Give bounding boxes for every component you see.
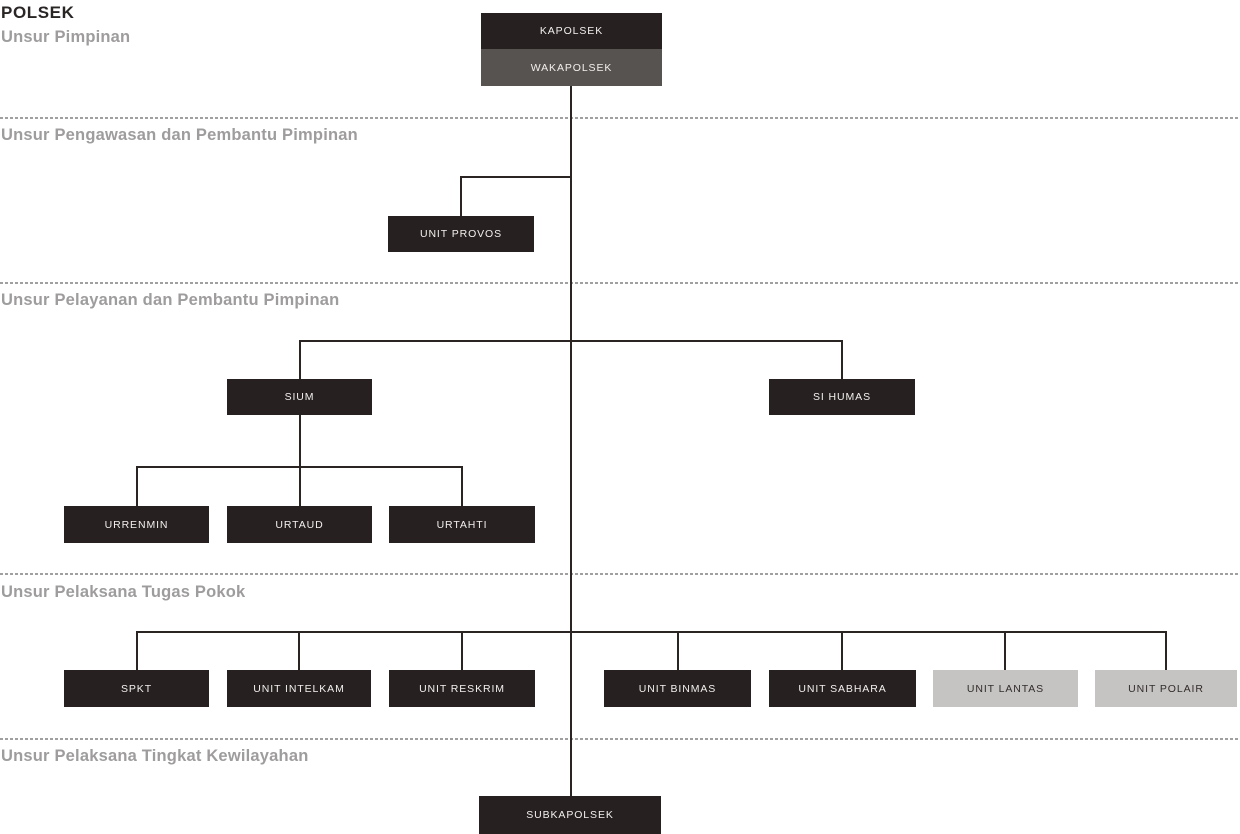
connector-reskrim-drop xyxy=(461,631,463,670)
section-heading-tingkat-kewilayahan: Unsur Pelaksana Tingkat Kewilayahan xyxy=(1,747,309,765)
node-si-humas: SI HUMAS xyxy=(769,379,915,415)
node-unit-polair: UNIT POLAIR xyxy=(1095,670,1237,707)
node-label: UNIT RESKRIM xyxy=(419,682,505,695)
node-label: UNIT LANTAS xyxy=(966,682,1045,695)
node-label: URTAUD xyxy=(275,518,324,531)
node-urrenmin: URRENMIN xyxy=(64,506,209,543)
connector-intelkam-drop xyxy=(298,631,300,670)
node-unit-intelkam: UNIT INTELKAM xyxy=(227,670,371,707)
node-label: UNIT SABHARA xyxy=(798,682,887,695)
node-wakapolsek: WAKAPOLSEK xyxy=(481,49,662,86)
node-label: UNIT INTELKAM xyxy=(253,682,345,695)
node-label: URTAHTI xyxy=(436,518,488,531)
node-unit-sabhara: UNIT SABHARA xyxy=(769,670,916,707)
node-label: UNIT POLAIR xyxy=(1128,682,1204,695)
connector-units-branch xyxy=(136,631,1167,633)
section-heading-pelayanan: Unsur Pelayanan dan Pembantu Pimpinan xyxy=(1,291,340,309)
connector-lantas-drop xyxy=(1004,631,1006,670)
node-label: WAKAPOLSEK xyxy=(530,61,613,74)
node-label: KAPOLSEK xyxy=(539,25,604,37)
connector-provos-branch xyxy=(460,176,572,178)
node-label: SIUM xyxy=(284,391,315,403)
node-urtaud: URTAUD xyxy=(227,506,372,543)
node-spkt: SPKT xyxy=(64,670,209,707)
node-label: UNIT PROVOS xyxy=(419,228,503,240)
page-title: POLSEK xyxy=(1,3,75,22)
section-heading-pengawasan: Unsur Pengawasan dan Pembantu Pimpinan xyxy=(1,126,358,144)
section-separator xyxy=(0,117,1240,119)
connector-sabhara-drop xyxy=(841,631,843,670)
node-unit-provos: UNIT PROVOS xyxy=(388,216,534,252)
node-unit-lantas: UNIT LANTAS xyxy=(933,670,1078,707)
connector-binmas-drop xyxy=(677,631,679,670)
connector-urtaud-drop xyxy=(299,466,301,506)
node-label: UNIT BINMAS xyxy=(638,682,717,695)
connector-urtahti-drop xyxy=(461,466,463,506)
node-label: SI HUMAS xyxy=(813,391,871,403)
section-heading-pimpinan: Unsur Pimpinan xyxy=(1,28,131,46)
node-label: SPKT xyxy=(120,682,153,695)
node-unit-reskrim: UNIT RESKRIM xyxy=(389,670,535,707)
connector-urrenmin-drop xyxy=(136,466,138,506)
connector-sium-humas-branch xyxy=(299,340,843,342)
node-urtahti: URTAHTI xyxy=(389,506,535,543)
connector-humas-drop xyxy=(841,340,843,379)
connector-main-vertical xyxy=(570,86,572,796)
connector-spkt-drop xyxy=(136,631,138,670)
connector-provos-drop xyxy=(460,176,462,216)
node-label: URRENMIN xyxy=(104,518,169,531)
section-separator xyxy=(0,738,1240,740)
node-kapolsek: KAPOLSEK xyxy=(481,13,662,49)
connector-sium-down xyxy=(299,415,301,468)
node-unit-binmas: UNIT BINMAS xyxy=(604,670,751,707)
connector-polair-drop xyxy=(1165,631,1167,670)
node-subkapolsek: SUBKAPOLSEK xyxy=(479,796,661,834)
connector-sium-drop xyxy=(299,340,301,379)
node-label: SUBKAPOLSEK xyxy=(526,809,614,821)
node-sium: SIUM xyxy=(227,379,372,415)
section-separator xyxy=(0,282,1240,284)
section-heading-pelaksana-tugas: Unsur Pelaksana Tugas Pokok xyxy=(1,583,246,601)
section-separator xyxy=(0,573,1240,575)
